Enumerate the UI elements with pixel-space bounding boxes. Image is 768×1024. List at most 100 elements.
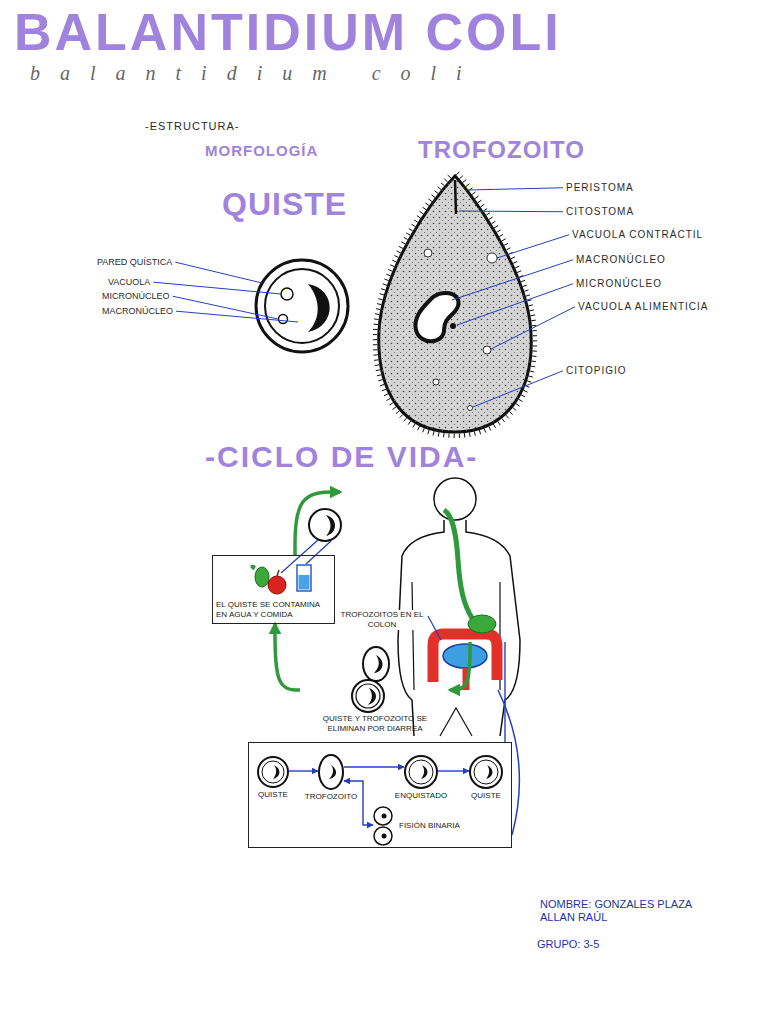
cilium [373, 344, 377, 345]
stomach [468, 615, 496, 633]
pointer-line [306, 541, 331, 564]
cilium [531, 361, 535, 363]
author-name: NOMBRE: GONZALES PLAZA ALLAN RAÚL [540, 898, 715, 923]
cilium [411, 224, 415, 226]
connectors [275, 492, 505, 825]
cyst-macronucleus [308, 284, 330, 332]
cilium [420, 211, 424, 214]
cilium [377, 375, 381, 376]
cilium [497, 230, 501, 232]
cilium [384, 394, 388, 396]
section-subheading: MORFOLOGÍA [205, 142, 318, 159]
node-text: QUISTE Y TROFOZOITO SE ELIMINAN POR DIAR… [303, 714, 447, 734]
cilium [374, 359, 378, 361]
cilium [531, 320, 535, 322]
node-text: TROFOZOITOS EN EL COLON [340, 610, 424, 630]
trophozoite-stipple [379, 176, 531, 432]
excreted-forms: QUISTE Y TROFOZOITO SE ELIMINAN POR DIAR… [300, 646, 450, 739]
cilium [433, 431, 434, 435]
water-icon [299, 575, 310, 590]
leader-line [457, 284, 573, 325]
cilium [413, 424, 415, 428]
cycle-arrow [275, 624, 300, 690]
cilium [523, 285, 527, 286]
cilium [506, 415, 509, 418]
part-label: MACRONÚCLEO [576, 254, 666, 266]
trophozoite-cell [363, 647, 389, 681]
node-outline [404, 755, 438, 789]
cilium [511, 257, 515, 259]
cilium [466, 184, 470, 187]
cilium [387, 398, 391, 400]
cyst-circle: QUISTE [257, 756, 289, 788]
cilium [375, 313, 379, 315]
cilium [373, 324, 377, 325]
node-text: QUISTE [471, 791, 501, 801]
cilium [401, 242, 405, 244]
dividing-cell [374, 807, 392, 825]
cilium [513, 261, 517, 263]
cilium [373, 334, 377, 335]
part-label: CITOSTOMA [566, 206, 634, 218]
section-heading: -CICLO DE VIDA- [205, 440, 478, 475]
cilium [373, 354, 377, 355]
cilium [463, 180, 466, 183]
cilium [530, 371, 534, 373]
cilium [489, 426, 491, 430]
node-outline [469, 755, 503, 789]
cilium [494, 226, 498, 228]
cilium [483, 209, 487, 211]
leader-line [459, 211, 563, 213]
cilium [492, 221, 496, 223]
cycle-arrow [450, 642, 470, 690]
cilium [448, 175, 451, 178]
cilium [517, 271, 521, 273]
cilium [521, 280, 525, 282]
cell-nucleus [421, 765, 428, 779]
stage-arrow [438, 770, 469, 771]
cilium [523, 390, 527, 392]
cilium [438, 187, 442, 190]
cilium [521, 395, 525, 397]
cilium [378, 380, 382, 381]
cilium [478, 200, 482, 203]
stage-heading: QUISTE [222, 186, 347, 223]
pear-icon [255, 567, 269, 587]
cilium [459, 433, 460, 437]
cilium [456, 172, 459, 175]
group-note: GRUPO: 3-5 [537, 938, 599, 951]
cell-nucleus [382, 834, 387, 839]
trophozoite-cell [319, 755, 343, 789]
cyst-wall [405, 756, 437, 788]
cilium [399, 246, 403, 248]
micronucleus [450, 323, 456, 329]
stage-arrow [344, 766, 404, 767]
cilium [388, 269, 392, 271]
cilium [454, 433, 455, 437]
cilium [428, 430, 429, 434]
cyst-wall [256, 260, 348, 352]
cytopyge [468, 406, 473, 411]
cilium [489, 217, 493, 219]
cilium [417, 216, 421, 218]
cyst-wall [258, 757, 288, 787]
cilium [389, 403, 393, 405]
cyst-inner-wall [409, 760, 433, 784]
leader-line [176, 311, 298, 322]
cilium [404, 237, 408, 239]
cilium [527, 381, 531, 382]
cilium [418, 426, 420, 430]
cilium [526, 295, 530, 296]
cytostome [455, 180, 456, 214]
cilium [406, 233, 410, 235]
cyst-inner-wall [356, 684, 380, 708]
ingested-cyst [281, 509, 341, 573]
cilium [509, 411, 512, 414]
cyst-wall [470, 756, 502, 788]
cilium [469, 432, 471, 436]
cyst-circle: QUISTE [469, 755, 503, 789]
cilium [423, 428, 425, 432]
